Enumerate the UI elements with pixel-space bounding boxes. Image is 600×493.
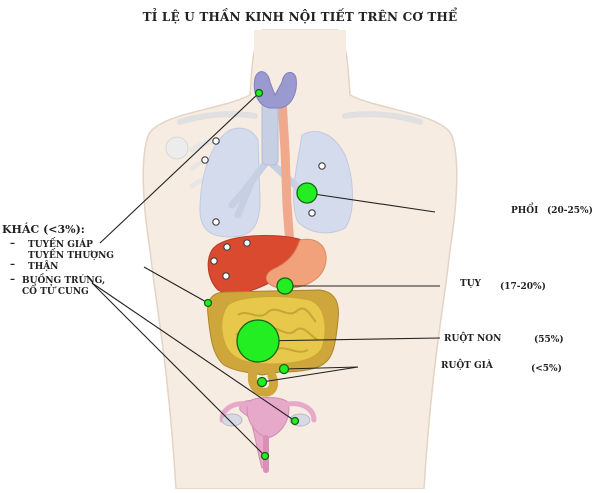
- esophagus: [277, 95, 295, 250]
- label-large-intestine-pct: (<5%): [531, 364, 562, 374]
- shoulder-joint: [165, 136, 189, 160]
- white-marker: [210, 257, 218, 265]
- white-marker: [318, 162, 326, 170]
- marker-cervix: [260, 451, 270, 461]
- clavicle-left: [177, 111, 258, 125]
- bullet-dash: –: [10, 274, 15, 285]
- leader-ovary-2: [91, 282, 266, 457]
- leader-adrenal: [143, 266, 209, 304]
- leader-ovary-1: [91, 282, 296, 422]
- leader-lines: [91, 92, 441, 457]
- label-other-heading: KHÁC (<3%):: [2, 223, 85, 236]
- marker-thyroid: [254, 88, 264, 98]
- label-adrenal-line2: THẬN: [28, 262, 59, 272]
- label-ovary: BUỒNG TRỨNG,: [22, 276, 106, 286]
- right-lung: [293, 131, 353, 234]
- bullet-dash: –: [10, 238, 15, 249]
- label-large-intestine: RUỘT GIÀ: [441, 361, 493, 371]
- bullet-dash: –: [10, 259, 15, 270]
- ovary-left: [221, 413, 243, 427]
- white-marker: [308, 209, 316, 217]
- label-thyroid: TUYẾN GIÁP: [28, 240, 93, 250]
- white-marker: [222, 272, 230, 280]
- leader-large-intestine-2: [261, 366, 359, 383]
- white-marker: [223, 243, 231, 251]
- leader-thyroid: [99, 92, 260, 244]
- marker-ovary: [290, 416, 300, 426]
- label-lung: PHỔI: [511, 206, 539, 216]
- white-marker: [201, 156, 209, 164]
- label-adrenal: TUYẾN THƯỢNG: [28, 251, 114, 261]
- label-cervix: CỔ TỬ CUNG: [22, 287, 89, 297]
- label-small-intestine: RUỘT NON: [444, 334, 502, 344]
- white-marker: [243, 239, 251, 247]
- marker-small-intestine: [236, 319, 280, 363]
- marker-pancreas: [276, 277, 294, 295]
- left-lung: [199, 127, 261, 238]
- marker-large-intestine-2: [256, 376, 268, 388]
- green-markers: [203, 88, 318, 461]
- label-pancreas: TỤY: [460, 279, 481, 289]
- marker-lung: [296, 182, 318, 204]
- page-title: TỈ LỆ U THẦN KINH NỘI TIẾT TRÊN CƠ THỂ: [142, 10, 458, 24]
- marker-large-intestine-1: [278, 363, 290, 375]
- leader-large-intestine-1: [283, 366, 359, 370]
- marker-adrenal: [203, 298, 213, 308]
- leader-lung: [306, 192, 436, 213]
- white-marker: [212, 218, 220, 226]
- label-lung-pct: (20-25%): [547, 206, 593, 216]
- white-markers: [201, 137, 326, 280]
- rectum: [247, 360, 279, 397]
- white-marker: [212, 137, 220, 145]
- thyroid-gland: [253, 71, 297, 109]
- label-small-intestine-pct: (55%): [534, 335, 564, 345]
- leader-small-intestine: [257, 337, 441, 342]
- label-pancreas-pct: (17-20%): [500, 282, 546, 292]
- uterus-body: [246, 397, 290, 439]
- clavicle-right: [342, 111, 423, 125]
